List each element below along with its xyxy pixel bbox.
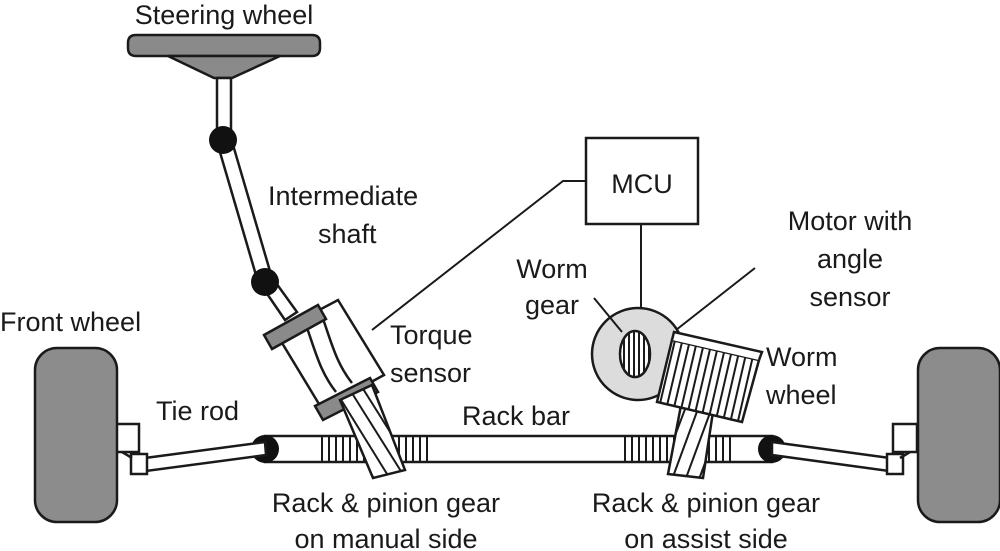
rack-pinion-assist-label-line2: on assist side xyxy=(624,524,788,551)
motor-label-line1: Motor with xyxy=(788,206,913,236)
rack-bar-label: Rack bar xyxy=(462,401,570,431)
tie-rod-right xyxy=(770,422,919,476)
universal-joint-lower xyxy=(251,268,279,296)
torque-sensor-label-line1: Torque xyxy=(390,320,473,350)
motor-label-line3: sensor xyxy=(809,282,890,312)
steering-wheel-label: Steering wheel xyxy=(135,0,314,30)
tie-rod-left xyxy=(113,422,268,476)
worm-gear-label-line2: gear xyxy=(525,290,579,320)
intermediate-shaft-label-line1: Intermediate xyxy=(268,181,418,211)
torque-sensor-label-line2: sensor xyxy=(390,358,471,388)
motor-with-angle-sensor xyxy=(590,306,686,402)
worm-gear-leader xyxy=(593,297,623,333)
worm-wheel-label-line2: wheel xyxy=(765,380,837,410)
rack-pinion-manual-label-line2: on manual side xyxy=(294,524,477,551)
mcu-to-torque-sensor-wire xyxy=(371,180,586,331)
worm-wheel-label-line1: Worm xyxy=(766,342,838,372)
worm-wheel xyxy=(655,330,764,424)
front-wheel-left xyxy=(33,346,119,524)
mcu-label: MCU xyxy=(611,169,673,199)
tie-rod-label: Tie rod xyxy=(156,396,239,426)
motor-label-line2: angle xyxy=(817,244,883,274)
mcu-box: MCU xyxy=(584,136,700,226)
front-wheel-right xyxy=(916,346,1000,524)
universal-joint-upper xyxy=(209,126,237,154)
front-wheel-label: Front wheel xyxy=(0,307,141,337)
intermediate-shaft-label-line2: shaft xyxy=(318,219,377,249)
rack-pinion-manual-label-line1: Rack & pinion gear xyxy=(272,488,500,518)
steering-wheel xyxy=(126,33,322,80)
motor-leader xyxy=(675,267,756,331)
worm-gear-label-line1: Worm xyxy=(516,254,588,284)
rack-pinion-assist-label-line1: Rack & pinion gear xyxy=(592,488,820,518)
